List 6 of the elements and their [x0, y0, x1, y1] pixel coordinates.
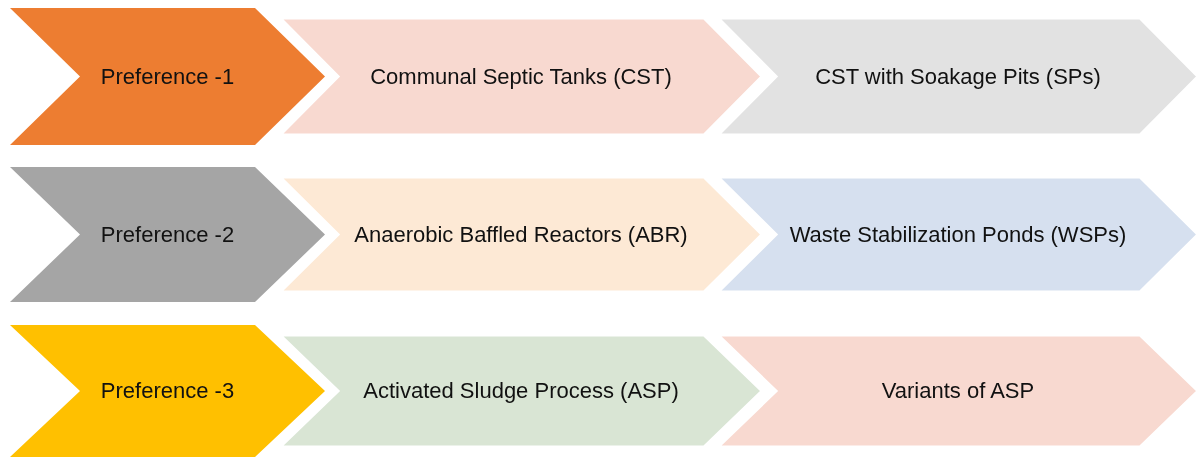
- step-label: Preference -2: [100, 221, 235, 248]
- step-label: CST with Soakage Pits (SPs): [815, 63, 1101, 90]
- step-label: Variants of ASP: [881, 378, 1035, 404]
- step-label: Waste Stabilization Ponds (WSPs): [789, 221, 1127, 248]
- step-label: Preference -3: [100, 378, 235, 404]
- step-label: Preference -1: [100, 63, 235, 90]
